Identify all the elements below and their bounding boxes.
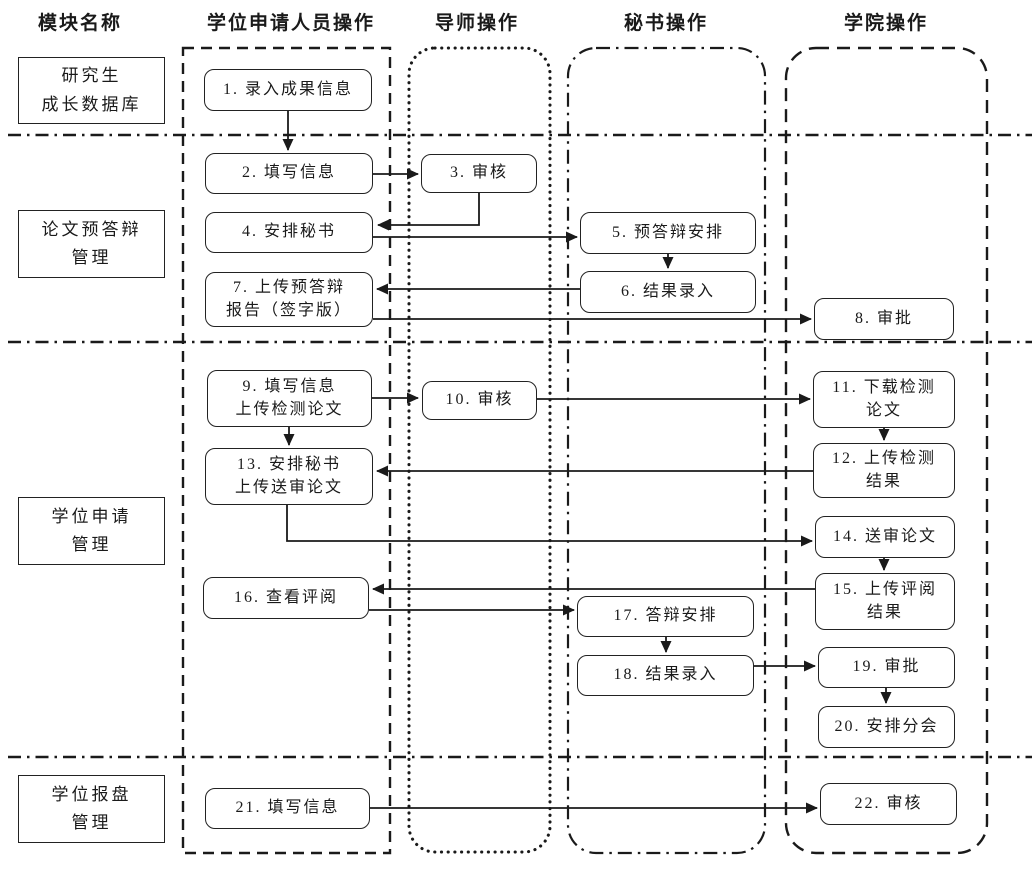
flow-node-5: 5. 预答辩安排: [580, 212, 756, 254]
flow-node-10-label: 10. 审核: [445, 391, 514, 409]
flow-node-13-label: 13. 安排秘书 上传送审论文: [234, 456, 343, 496]
arrow-3-4: [377, 193, 480, 231]
flow-node-6: 6. 结果录入: [580, 271, 756, 313]
flow-node-22-label: 22. 审核: [854, 794, 923, 812]
flow-node-12: 12. 上传检测 结果: [813, 443, 955, 498]
lane-border-college: [784, 46, 989, 855]
flow-node-18-label: 18. 结果录入: [613, 666, 718, 684]
flow-node-18: 18. 结果录入: [577, 655, 754, 696]
flow-node-1: 1. 录入成果信息: [204, 69, 372, 111]
flow-node-21: 21. 填写信息: [205, 788, 370, 829]
lane-header-college: 学院操作: [843, 13, 928, 34]
lane-border-secretary: [566, 46, 767, 855]
flow-node-7-label: 7. 上传预答辩 报告（签字版）: [225, 279, 352, 319]
flow-node-1-label: 1. 录入成果信息: [222, 80, 353, 98]
flow-node-19: 19. 审批: [818, 647, 955, 688]
flow-node-21-label: 21. 填写信息: [235, 799, 340, 817]
flow-node-4: 4. 安排秘书: [205, 212, 373, 253]
flow-node-9: 9. 填写信息 上传检测论文: [207, 370, 372, 427]
arrow-13-14: [286, 505, 813, 547]
lane-header-module: 模块名称: [37, 13, 122, 34]
flow-node-15: 15. 上传评阅 结果: [815, 573, 955, 630]
module-box-growth-db: 研究生 成长数据库: [18, 57, 165, 124]
flow-node-15-label: 15. 上传评阅 结果: [832, 581, 937, 621]
flow-node-3: 3. 审核: [421, 154, 537, 193]
flow-node-5-label: 5. 预答辩安排: [611, 223, 724, 241]
flow-node-19-label: 19. 审批: [852, 658, 921, 676]
flow-node-6-label: 6. 结果录入: [620, 282, 715, 300]
lane-border-supervisor: [407, 46, 552, 854]
flow-node-11: 11. 下载检测 论文: [813, 371, 955, 428]
flow-node-13: 13. 安排秘书 上传送审论文: [205, 448, 373, 505]
flow-node-8-label: 8. 审批: [854, 309, 913, 327]
module-box-degree-apply-label: 学位申请 管理: [51, 506, 132, 554]
flow-node-20: 20. 安排分会: [818, 706, 955, 748]
flow-node-12-label: 12. 上传检测 结果: [831, 450, 936, 490]
flow-node-2: 2. 填写信息: [205, 153, 373, 194]
flow-node-16-label: 16. 查看评阅: [233, 588, 338, 606]
flow-node-7: 7. 上传预答辩 报告（签字版）: [205, 272, 373, 327]
flow-node-4-label: 4. 安排秘书: [241, 223, 336, 241]
flow-node-22: 22. 审核: [820, 783, 957, 825]
module-box-predefense-label: 论文预答辩 管理: [41, 219, 142, 267]
flow-node-14: 14. 送审论文: [815, 516, 955, 558]
flow-node-11-label: 11. 下载检测 论文: [832, 379, 936, 419]
flow-node-10: 10. 审核: [422, 381, 537, 420]
lane-header-applicant: 学位申请人员操作: [206, 13, 375, 34]
flow-node-17: 17. 答辩安排: [577, 596, 754, 637]
lane-header-secretary: 秘书操作: [623, 13, 708, 34]
flow-node-16: 16. 查看评阅: [203, 577, 369, 619]
flow-node-14-label: 14. 送审论文: [832, 527, 937, 545]
module-box-degree-report-label: 学位报盘 管理: [51, 784, 132, 832]
module-box-degree-report: 学位报盘 管理: [18, 775, 165, 843]
flow-node-3-label: 3. 审核: [449, 164, 508, 182]
lane-header-supervisor: 导师操作: [434, 13, 519, 34]
flow-node-8: 8. 审批: [814, 298, 954, 340]
module-box-predefense: 论文预答辩 管理: [18, 210, 165, 278]
flow-node-17-label: 17. 答辩安排: [613, 607, 718, 625]
flow-node-2-label: 2. 填写信息: [241, 164, 336, 182]
lane-border-applicant: [181, 46, 392, 855]
module-box-degree-apply: 学位申请 管理: [18, 497, 165, 565]
module-box-growth-db-label: 研究生 成长数据库: [41, 66, 142, 114]
flow-node-20-label: 20. 安排分会: [834, 717, 939, 735]
flow-node-9-label: 9. 填写信息 上传检测论文: [235, 378, 344, 418]
